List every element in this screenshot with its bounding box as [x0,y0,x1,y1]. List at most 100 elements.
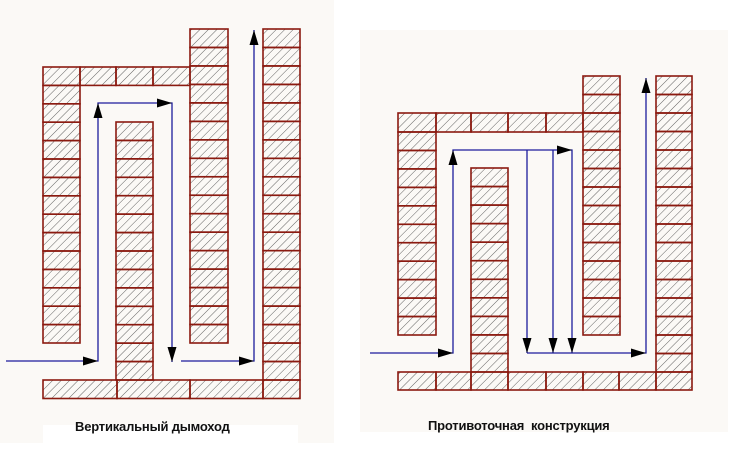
brick-center-partition [115,342,154,363]
brick-left-wall [42,213,81,234]
brick-inner-right-wall [582,93,621,114]
arrow-right-icon [157,98,172,108]
brick-inner-right-wall [582,149,621,170]
arrow-right-icon [631,348,646,358]
brick-outer-right-wall [655,149,693,170]
brick-center-partition [470,297,509,318]
brick-outer-right-wall [262,231,301,252]
brick-inner-right-wall [189,175,229,197]
brick-left-wall [42,195,81,216]
brick-outer-right-wall [262,323,301,344]
brick-left-wall [42,139,81,160]
brick-inner-right-wall [582,315,621,336]
brick-outer-right-wall [262,157,301,178]
brick-outer-right-wall [655,112,693,133]
brick-left-wall [42,231,81,252]
brick-outer-right-wall [655,352,693,373]
brick-center-partition [115,323,154,344]
arrow-up-icon [448,150,458,165]
brick-inner-right-wall [189,305,229,326]
brick-outer-right-wall [262,212,301,234]
brick-outer-right-wall [262,139,301,160]
brick-inner-right-wall [189,65,229,86]
brick-base [435,371,472,391]
brick-left-wall [397,131,437,152]
brick-inner-right-wall [189,268,229,289]
brick-outer-right-wall [655,75,693,96]
brick-top-wall [545,112,584,133]
brick-inner-right-wall [189,83,229,104]
brick-outer-right-wall [262,268,301,289]
arrow-down-icon [167,347,177,362]
brick-outer-right-wall [655,204,693,225]
brick-outer-right-wall [262,305,301,326]
brick-center-partition [470,315,509,336]
brick-base [397,371,437,391]
brick-left-wall [42,268,81,289]
brick-inner-right-wall [189,139,229,160]
brick-inner-right-wall [189,28,229,49]
brick-left-wall [42,323,81,344]
brick-base [189,379,264,400]
brick-left-wall [42,176,81,197]
brick-left-wall [397,149,437,170]
brick-outer-right-wall [262,249,301,270]
brick-outer-right-wall [655,278,693,299]
brick-top-wall [470,112,509,133]
brick-inner-right-wall [582,130,621,151]
brick-center-partition [115,231,154,252]
brick-center-partition [470,204,509,225]
brick-center-partition [115,213,154,234]
brick-left-wall [397,260,437,281]
brick-outer-right-wall [262,342,301,363]
arrow-down-icon [522,338,532,353]
brick-base [470,371,509,391]
brick-base [42,379,118,400]
brick-inner-right-wall [189,286,229,307]
brick-left-wall [42,250,81,271]
caption-counterflow-design: Противоточная конструкция [428,418,610,433]
brick-outer-right-wall [262,120,301,141]
arrow-up-icon [249,30,259,45]
brick-outer-right-wall [262,175,301,197]
brick-left-wall [397,186,437,207]
brick-outer-right-wall [262,28,301,49]
counterflow-design-diagram [370,75,693,391]
brick-center-partition [470,185,509,206]
brick-left-wall [42,103,81,124]
arrow-down-icon [567,338,577,353]
brick-center-partition [115,305,154,326]
brick-center-partition [470,222,509,243]
brick-left-wall [42,121,81,142]
brick-outer-right-wall [262,194,301,215]
brick-top-wall [397,112,437,133]
brick-top-wall [42,66,81,87]
brick-outer-right-wall [262,65,301,86]
brick-center-partition [115,158,154,179]
brick-left-wall [397,315,437,336]
brick-inner-right-wall [189,157,229,178]
brick-base [582,371,620,391]
brick-top-wall [79,66,117,87]
brick-inner-right-wall [582,241,621,262]
brick-center-partition [115,139,154,160]
brick-top-wall [152,66,191,87]
brick-inner-right-wall [582,75,621,96]
brick-center-partition [115,194,154,215]
brick-outer-right-wall [262,83,301,104]
brick-inner-right-wall [189,249,229,270]
brick-left-wall [397,223,437,244]
brick-top-wall [115,66,154,87]
brick-left-wall [42,84,81,105]
brick-outer-right-wall [262,46,301,67]
brick-center-partition [470,352,509,373]
arrow-right-icon [239,356,254,366]
caption-vertical-chimney: Вертикальный дымоход [75,419,230,434]
brick-center-partition [470,241,509,262]
brick-center-partition [470,167,509,188]
brick-outer-right-wall [655,130,693,151]
brick-outer-right-wall [655,297,693,318]
brick-base [507,371,547,391]
vertical-chimney-diagram [6,28,301,400]
